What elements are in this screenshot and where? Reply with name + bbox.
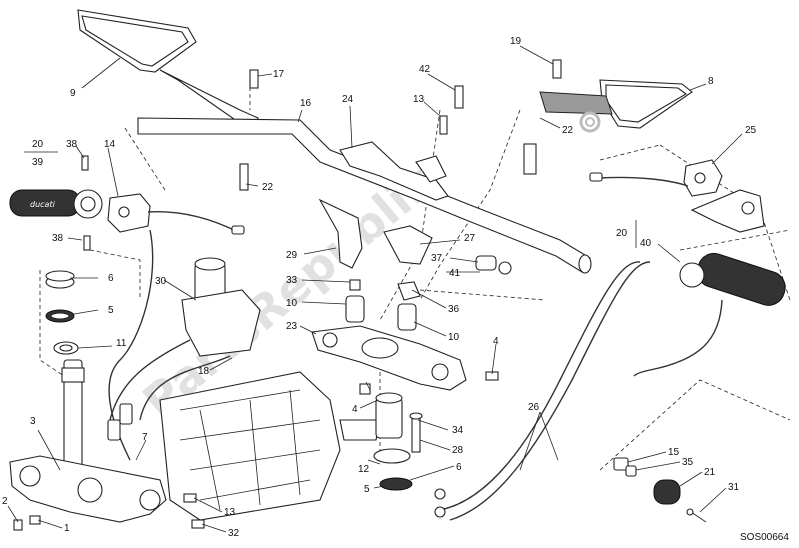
right-switch-housing <box>589 159 723 197</box>
callout-36: 36 <box>448 304 460 315</box>
callout-11: 11 <box>116 338 127 349</box>
callout-38-bottom: 38 <box>52 233 64 244</box>
throttle-cables <box>434 261 651 521</box>
callout-40: 40 <box>640 238 652 249</box>
callout-35: 35 <box>682 457 694 468</box>
callout-10-left: 10 <box>286 298 298 309</box>
left-grip: ducati <box>9 189 103 219</box>
callout-1: 1 <box>64 523 70 534</box>
callout-6-left: 6 <box>108 273 114 284</box>
callout-13-bottom: 13 <box>224 507 236 518</box>
svg-text:ducati: ducati <box>30 200 56 209</box>
callout-4-right: 4 <box>493 336 499 347</box>
callout-41: 41 <box>449 268 461 279</box>
callout-20-left: 20 <box>32 139 44 150</box>
callout-22-left: 22 <box>262 182 274 193</box>
handlebar-clamp <box>339 141 449 201</box>
bolts <box>13 59 562 531</box>
steering-bearings <box>45 270 79 355</box>
throttle-housing <box>690 189 765 233</box>
callout-14: 14 <box>104 139 116 150</box>
callout-7: 7 <box>142 432 148 443</box>
callout-leaders <box>7 45 743 533</box>
callout-5-left: 5 <box>108 305 114 316</box>
callout-21: 21 <box>704 467 716 478</box>
callout-34: 34 <box>452 425 464 436</box>
handlebar-risers <box>345 279 417 331</box>
stem-nut-parts <box>373 392 423 491</box>
callout-37: 37 <box>431 253 443 264</box>
bar-end-parts <box>613 457 707 523</box>
callout-4-center: 4 <box>352 404 358 415</box>
frame-section <box>159 371 381 521</box>
callout-18: 18 <box>198 366 210 377</box>
callout-31: 31 <box>728 482 740 493</box>
callout-39: 39 <box>32 157 44 168</box>
callout-30: 30 <box>155 276 167 287</box>
callout-24: 24 <box>342 94 354 105</box>
callout-12: 12 <box>358 464 370 475</box>
callout-27: 27 <box>464 233 476 244</box>
callout-20-right: 20 <box>616 228 628 239</box>
callout-17: 17 <box>273 69 285 80</box>
callout-33: 33 <box>286 275 298 286</box>
callout-10-right: 10 <box>448 332 460 343</box>
callout-8: 8 <box>708 76 714 87</box>
right-mirror <box>539 79 693 129</box>
callout-9: 9 <box>70 88 76 99</box>
callout-6-right: 6 <box>456 462 462 473</box>
callout-26: 26 <box>528 402 540 413</box>
callout-19: 19 <box>510 36 522 47</box>
callout-42: 42 <box>419 64 431 75</box>
callout-28: 28 <box>452 445 464 456</box>
callout-29: 29 <box>286 250 298 261</box>
right-grip <box>679 252 786 306</box>
callout-22-right: 22 <box>562 125 574 136</box>
gear-icon <box>579 111 601 133</box>
callout-3: 3 <box>30 416 36 427</box>
callout-23: 23 <box>286 321 298 332</box>
callout-labels: 9 17 16 24 42 13 19 8 22 22 25 20 39 38 … <box>2 36 757 539</box>
ignition-small-parts <box>397 255 512 301</box>
callout-32: 32 <box>228 528 240 539</box>
left-mirror <box>77 9 259 129</box>
lower-clamp-brackets <box>318 198 433 269</box>
callout-2: 2 <box>2 496 8 507</box>
left-switch-housing <box>107 193 245 235</box>
upper-triple-clamp <box>311 325 467 391</box>
callout-5-center: 5 <box>364 484 370 495</box>
callout-38-top: 38 <box>66 139 78 150</box>
callout-15: 15 <box>668 447 680 458</box>
callout-13-top: 13 <box>413 94 425 105</box>
reference-code: SOS00664 <box>740 532 789 543</box>
ignition-switch <box>107 257 261 441</box>
steering-stem <box>9 359 167 523</box>
callout-25: 25 <box>745 125 757 136</box>
callout-16: 16 <box>300 98 312 109</box>
